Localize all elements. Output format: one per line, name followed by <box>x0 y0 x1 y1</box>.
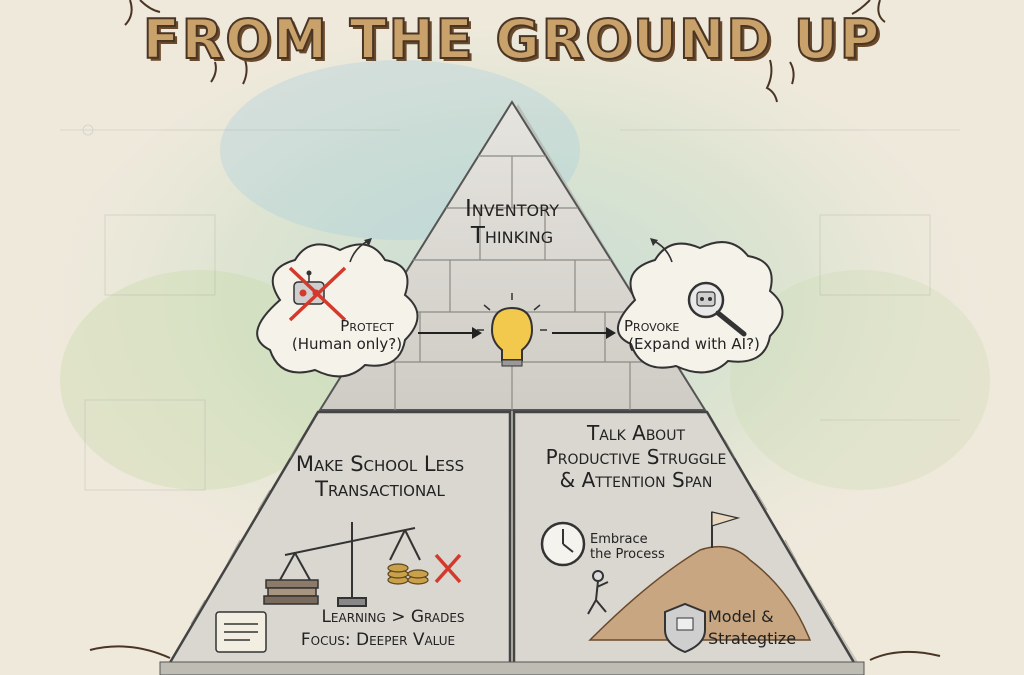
books-icon <box>263 579 319 605</box>
roots-decoration <box>124 0 886 103</box>
scroll-icon <box>215 611 267 653</box>
flag-icon <box>711 511 741 548</box>
left-heading-line1: Make School Less <box>295 452 465 476</box>
watercolor-green-patch-right <box>730 270 990 490</box>
magnifier-robot-icon <box>687 281 747 337</box>
right-heading-line1: Talk About <box>587 421 685 445</box>
apex-line2: Thinking <box>470 223 554 250</box>
protect-up-arrowhead <box>364 238 372 246</box>
provoke-line2: (Expand with AI?) <box>628 334 760 353</box>
pyramid-base-ledge <box>159 661 865 675</box>
model-line2: Strategtize <box>708 628 797 648</box>
apex-label: Inventory Thinking <box>432 196 592 250</box>
embrace-line2: the Process <box>590 547 665 563</box>
coins-icon <box>387 563 429 585</box>
red-x-icon <box>434 553 462 584</box>
protect-line1: Protect <box>340 317 394 335</box>
model-strategize-text: Model & Strategtize <box>708 606 818 649</box>
robot-crossed-icon <box>288 266 347 322</box>
right-heading-line3: & Attention Span <box>559 468 713 493</box>
left-block-heading: Make School Less Transactional <box>270 452 490 502</box>
provoke-up-arrowhead <box>650 238 658 246</box>
apex-line1: Inventory <box>464 196 559 222</box>
provoke-line1: Provoke <box>624 317 680 335</box>
model-line1: Model & <box>708 607 774 626</box>
foundation-edge-texture <box>190 439 835 625</box>
protect-line2: (Human only?) <box>291 334 403 353</box>
right-block-heading: Talk About Productive Struggle & Attenti… <box>530 421 742 493</box>
right-heading-line2: Productive Struggle <box>545 444 727 469</box>
shield-icon <box>664 602 706 654</box>
embrace-process-text: Embrace the Process <box>590 532 680 563</box>
bulb-to-provoke-arrowhead <box>606 327 616 339</box>
left-block-text: Learning > Grades Focus: Deeper Value <box>278 606 478 652</box>
blueprint-lines <box>60 124 960 491</box>
deeper-value-text: Focus: Deeper Value <box>300 629 456 650</box>
embrace-line1: Embrace <box>590 532 648 547</box>
learning-grades-text: Learning > Grades <box>321 607 465 627</box>
dirt-hill <box>588 545 812 641</box>
clock-icon <box>540 521 586 567</box>
lightbulb-icon <box>477 293 547 367</box>
balance-scale-icon <box>279 522 421 607</box>
left-heading-line2: Transactional <box>315 476 445 501</box>
base-roots <box>89 645 941 661</box>
hiker-icon <box>587 570 609 615</box>
protect-to-bulb-arrowhead <box>472 327 482 339</box>
provoke-label: Provoke (Expand with AI?) <box>618 317 770 353</box>
protect-label: Protect (Human only?) <box>282 317 412 353</box>
page-title: FROM THE GROUND UP <box>142 7 882 72</box>
